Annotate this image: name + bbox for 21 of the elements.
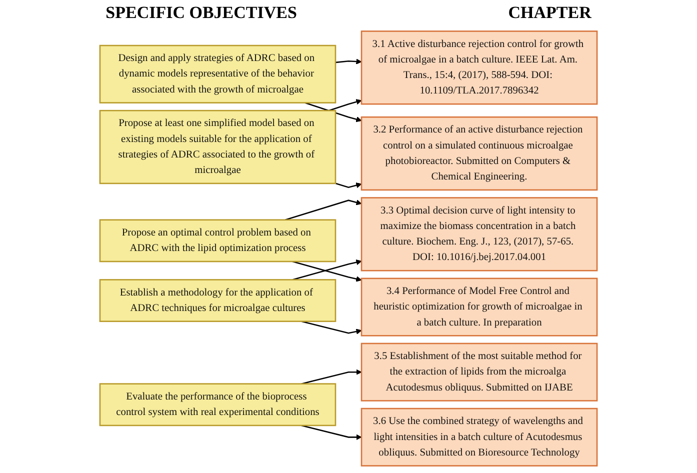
node-box: 3.1 Active disturbance rejection control for growth of microalgae in a batch culture. IEEE Lat. Am. Trans., 15:4, (2017), 588-594. DOI: 10.1109/TLA.2017.7896342 <box>360 30 598 105</box>
node-box: 3.3 Optimal decision curve of light intensity to maximize the biomass concentration in a batch culture. Biochem. Eng. J., 123, (2017), 57-65. DOI: 10.1016/j.bej.2017.04.001 <box>360 197 598 272</box>
arrow <box>285 200 362 220</box>
arrow <box>335 58 362 64</box>
node-box: Design and apply strategies of ADRC based on dynamic models representative of the behavior associated with the growth of microalgae <box>99 44 336 104</box>
node-box: Establish a methodology for the application of ADRC techniques for microalgae cultures <box>99 279 336 322</box>
arrow <box>304 102 362 122</box>
column-heading: CHAPTER <box>508 3 592 23</box>
arrow <box>301 320 362 334</box>
arrow <box>301 369 362 384</box>
node-box: 3.6 Use the combined strategy of wavelengths and light intensities in a batch culture of Acutodesmus obliquus. Submitted on Bioresource Technology <box>360 408 598 466</box>
arrow <box>328 99 362 112</box>
node-box: Propose an optimal control problem based on ADRC with the lipid optimization process <box>99 219 336 262</box>
node-box: Evaluate the performance of the bioprocess control system with real experimental conditions <box>99 383 336 426</box>
node-box: 3.4 Performance of Model Free Control and heuristic optimization for growth of microalgae in a batch culture. In preparation <box>360 278 598 336</box>
arrow <box>335 182 362 188</box>
column-heading: SPECIFIC OBJECTIVES <box>106 3 297 23</box>
node-box: 3.5 Establishment of the most suitable method for the extraction of lipids from the microalga Acutodesmus obliquus. Submitted on IJABE <box>360 342 598 402</box>
arrow <box>301 424 362 440</box>
node-box: Propose at least one simplified model based on existing models suitable for the application of strategies of ADRC associated to the growth of microalgae <box>99 110 336 184</box>
node-box: 3.2 Performance of an active disturbance rejection control on a simulated continuous microalgae photobioreactor. Submitted on Computers & Chemical Engineering. <box>360 116 598 191</box>
